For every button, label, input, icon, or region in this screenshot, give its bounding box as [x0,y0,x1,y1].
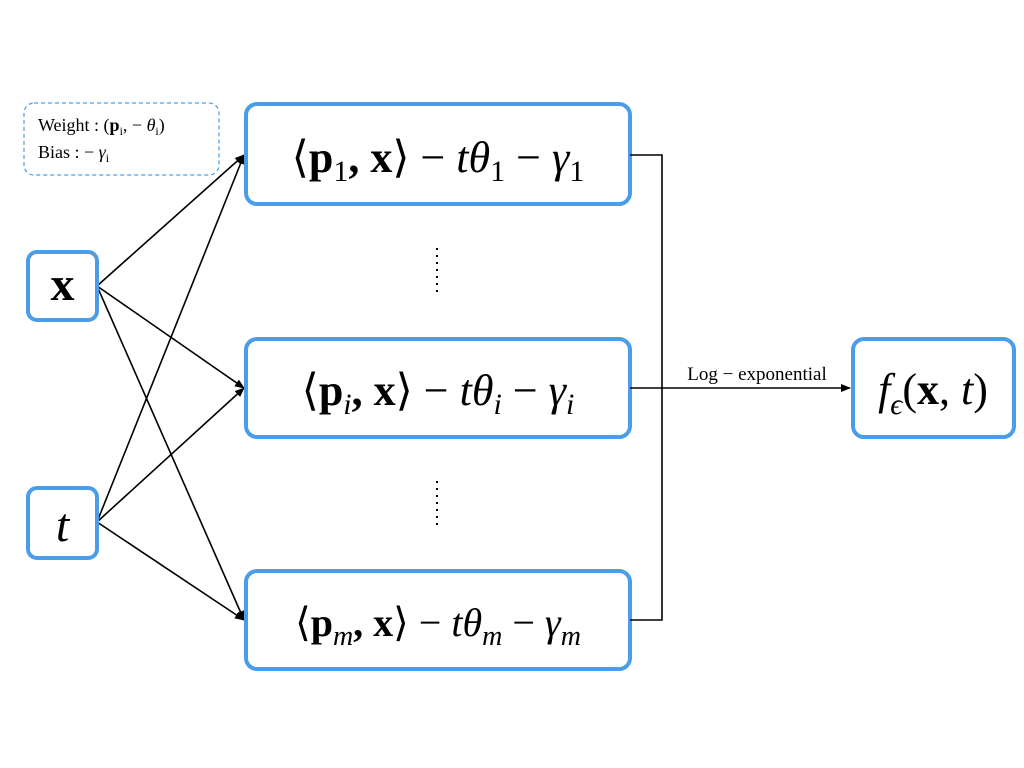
legend-weight-p: p [110,115,120,135]
neuron-m-p: p [311,600,333,645]
neuron-1-gamma-sub: 1 [569,155,584,188]
neuron-1-theta: θ [469,133,491,182]
output-expression: fϵ(x, t) [878,365,988,421]
neuron-m-theta-sub: m [482,621,502,652]
output-t: t [961,365,975,414]
neuron-1-close: ⟩ − [392,133,456,182]
legend-bias-text: Bias : − γi [38,142,110,165]
output-box [851,337,1016,439]
neuron-i-gamma: γ [549,366,568,415]
legend: Weight : (pi, − θi) Bias : − γi [23,102,220,176]
neuron-i-open: ⟨ [302,366,319,415]
legend-bias-gamma: γ [99,142,107,162]
neuron-i: ⟨pi, x⟩ − tθi − γi [244,337,632,439]
edge-t-to-neuron-1 [96,154,245,523]
neuron-1-gamma: γ [552,133,571,182]
neuron-1-expression: ⟨p1, x⟩ − tθ1 − γ1 [292,133,585,188]
input-x-node: x [26,250,99,322]
neuron-1-open: ⟨ [292,133,309,182]
neuron-i-minus: − [502,366,549,415]
neuron-1-p-sub: 1 [333,155,348,188]
neuron-m-expression: ⟨pm, x⟩ − tθm − γm [295,600,581,652]
legend-weight-text: Weight : (pi, − θi) [38,115,165,138]
neuron-i-theta: θ [472,366,494,415]
neuron-1-t: t [456,133,470,182]
neuron-i-gamma-sub: i [566,388,574,421]
output-x: x [917,365,939,414]
neuron-i-expression: ⟨pi, x⟩ − tθi − γi [302,366,575,421]
neuron-i-p: p [319,366,343,415]
input-t-label: t [56,499,71,552]
neuron-1-x: , x [348,133,392,182]
legend-weight-label: Weight : ( [38,115,110,136]
legend-box [23,102,220,176]
edge-x-to-neuron-m [96,285,245,621]
neuron-m-x: , x [353,600,393,645]
neuron-m-minus: − [502,600,545,645]
legend-bias-gamma-sub: i [106,151,110,165]
neuron-i-theta-sub: i [493,388,501,421]
edge-t-to-neuron-m [96,521,245,621]
neuron-i-t: t [460,366,474,415]
legend-weight-sep: , − [123,115,147,135]
edge-t-to-neuron-i [96,387,245,523]
output-sep: , [939,365,961,414]
aggregation-bracket: Log − exponential [630,154,851,621]
input-x-box [26,250,99,322]
neuron-i-x: , x [352,366,396,415]
neuron-m-p-sub: m [333,621,353,652]
neuron-1: ⟨p1, x⟩ − tθ1 − γ1 [244,102,632,206]
neuron-m-gamma: γ [545,600,562,645]
input-t-node: t [26,486,99,560]
neuron-1-box [244,102,632,206]
neuron-1-theta-sub: 1 [490,155,505,188]
legend-weight-theta-sub: i [155,124,159,138]
neuron-1-minus: − [505,133,552,182]
output-close: ) [973,365,988,414]
output-node: fϵ(x, t) [851,337,1016,439]
legend-weight-theta: θ [147,115,156,135]
neuron-1-p: p [309,133,333,182]
neuron-m-open: ⟨ [295,600,311,645]
input-t-box [26,486,99,560]
neuron-i-close: ⟩ − [396,366,460,415]
input-connections [96,154,245,621]
output-f-sub: ϵ [890,388,904,421]
neuron-i-p-sub: i [343,388,351,421]
legend-bias-label: Bias : − [38,142,99,162]
neuron-m-close: ⟩ − [393,600,451,645]
neuron-m-gamma-sub: m [561,621,581,652]
output-open: ( [902,365,917,414]
neuron-m-t: t [451,600,463,645]
legend-weight-p-sub: i [120,124,124,138]
aggregation-label: Log − exponential [687,364,826,385]
neuron-m: ⟨pm, x⟩ − tθm − γm [244,569,632,671]
input-x-label: x [51,258,75,311]
neuron-m-theta: θ [462,600,482,645]
edge-x-to-neuron-1 [96,154,245,287]
legend-weight-close: ) [159,115,165,136]
